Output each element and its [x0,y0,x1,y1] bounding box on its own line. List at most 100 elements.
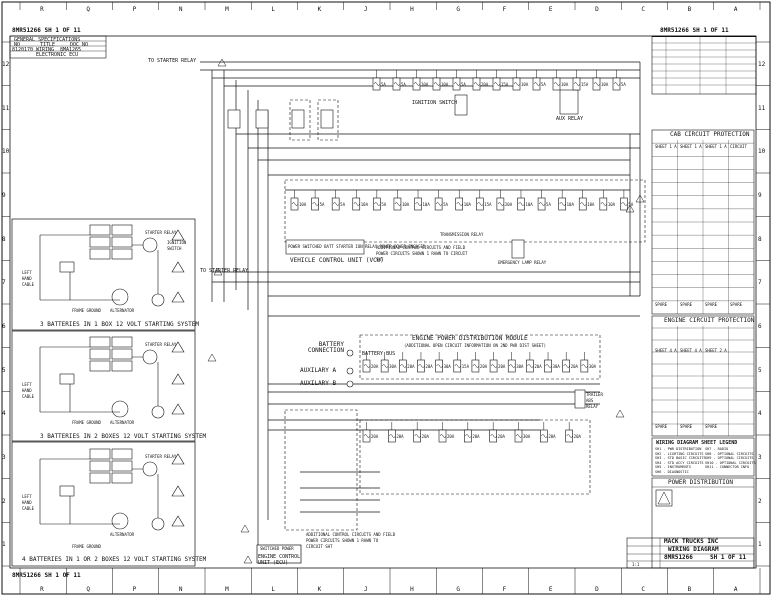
epdm-fuse-element-5 [454,364,461,368]
grid-row-label-2-right: 2 [758,497,762,505]
engine-protection-title: ENGINE CIRCUIT PROTECTION [664,317,755,324]
top-fuse-element-10 [573,82,581,86]
warning-triangle-icon-4 [240,524,250,533]
vcu-sub-label: POWER SWITCHED BATT STARTER ION RELAY PO… [288,244,426,249]
epdm-fuse-rating-2: 20A [407,364,415,369]
epdm-fuse-element-9 [527,364,534,368]
cab-cell-3: CIRCUIT [730,144,747,149]
power-distribution-label: POWER DISTRIBUTION [668,479,734,486]
grid-row-label-4-left: 4 [2,410,6,418]
grid-col-label-b-top: B [687,6,692,13]
legend-line-2: SH3 - STD BASIC CIRCUITS [655,456,706,461]
grid-col-label-f-bottom: F [502,586,507,593]
mid-fuse-element-7 [435,202,443,206]
general-specs-col-no: NO [14,42,21,48]
general-specs-row-title: WIRING [36,47,55,53]
epdm-fuse-element-0 [363,364,371,368]
epdm-subtitle: (ADDITIONAL OPEN CIRCUIT INFORMATION ON … [404,343,547,348]
mid-fuse-rating-6: 10A [422,202,430,207]
top-fuse-element-1 [393,82,401,86]
grid-row-label-4-right: 4 [758,410,762,418]
grid-col-label-m-bottom: M [225,586,229,593]
battery-connection-label: BATTERY CONNECTION [307,341,344,354]
grid-row-label-11-left: 11 [2,104,10,112]
starter-relay-label-2: STARTER RELAY [145,342,177,347]
mid-fuse-rating-9: 15A [484,202,492,207]
ignition-switch-label: IGNITION SWITCH [412,100,458,106]
ignition-switch-label-1: IGNITION SWITCH [167,240,187,251]
mid-fuse-element-15 [600,202,608,206]
trans-relay-label: TRANSMISSION RELAY [440,232,484,237]
cab-protection-title: CAB CIRCUIT PROTECTION [670,131,750,138]
grid-row-label-3-left: 3 [2,453,6,461]
mid-fuse-element-11 [518,202,525,206]
mid-fuse-rating-0: 10A [299,202,307,207]
grid-col-label-p-bottom: P [132,586,137,593]
grid-col-label-r-bottom: R [40,586,44,593]
epdm-title: ENGINE POWER DISTRIBUTION MODULE [412,335,528,342]
legend-line-1: SH2 - LIGHTING CIRCUITS [655,451,704,456]
grid-col-label-f-top: F [502,6,507,13]
grid-col-label-c-bottom: C [641,586,645,593]
legend-line-r-0: SH7 - RADIO [705,447,729,451]
mid-fuse-element-6 [415,202,422,206]
top-fuse-rating-9: 10A [561,82,569,87]
grid-col-label-d-bottom: D [595,586,599,593]
mid-fuse-rating-11: 10A [525,202,533,207]
grid-col-label-j-top: J [363,6,368,13]
battery-system-2-title: 3 BATTERIES IN 2 BOXES 12 VOLT STARTING … [40,433,207,440]
alternator-label-2: ALTERNATOR [110,420,135,425]
vcu-note: ADDITIONAL CONTROL CIRCUITS AND FIELD PO… [376,245,468,262]
mid-fuse-element-2 [332,202,340,206]
auxiliary-b-label: AUXILARY B [300,380,337,387]
epdm-fuse-element-6 [472,364,480,368]
grid-row-label-6-left: 6 [2,322,6,330]
lower-fuse-element-7 [541,434,548,438]
mid-fuse-rating-10: 20A [504,202,513,207]
cab-cell-6: SPARE [705,302,718,307]
top-fuse-element-9 [553,82,561,86]
eng-cell-1: SHEET 4 A [680,348,702,353]
eng-cell-5: SPARE [705,424,718,429]
lower-fuse-rating-3: 20A [447,434,455,439]
grid-row-label-9-right: 9 [758,191,762,199]
lower-fuse-rating-7: 20A [548,434,556,439]
lower-fuse-rating-0: 20A [371,434,379,439]
legend-line-0: SH1 - PWR DISTRIBUTION [655,447,702,451]
grid-row-label-10-left: 10 [2,148,10,156]
battery-bus-label: BATTERY BUS [362,351,396,357]
lower-fuse-element-8 [566,434,573,438]
grid-row-label-3-right: 3 [758,453,762,461]
lower-fuse-rating-5: 20A [497,434,505,439]
eng-cell-3: SPARE [655,424,668,429]
frame-ground-label-2: FRAME GROUND [72,420,101,425]
epdm-fuse-rating-12: 30A [588,364,597,369]
grid-row-label-5-left: 5 [2,366,6,374]
mid-fuse-rating-14: 10A [587,202,595,207]
top-fuse-element-11 [593,82,601,86]
epdm-fuse-element-1 [381,364,389,368]
epdm-fuse-rating-4: 30A [443,364,451,369]
grid-row-label-1-left: 1 [2,541,6,549]
cab-cell-7: SPARE [730,302,743,307]
mid-fuse-element-1 [312,202,319,206]
epdm-fuse-element-2 [400,364,407,368]
cab-cell-2: SHEET 1 A [705,144,727,149]
mid-fuse-rating-7: 5A [443,202,448,207]
epdm-fuse-rating-6: 20A [479,364,488,369]
eng-cell-2: SHEET 2 A [705,348,727,353]
mid-fuse-element-10 [497,202,505,206]
aux-relay-label: AUX RELAY [556,116,584,122]
drawing-title: WIRING DIAGRAM [668,546,719,553]
top-fuse-element-6 [493,82,501,86]
top-fuse-element-5 [473,82,481,86]
lower-fuse-element-3 [439,434,447,438]
grid-row-label-9-left: 9 [2,191,6,199]
sheet-number: SH 1 OF 11 [710,554,747,561]
grid-row-label-7-right: 7 [758,279,762,287]
top-fuse-element-4 [453,82,461,86]
lower-fuse-element-1 [389,434,396,438]
scale-label: 1:1 [632,562,640,567]
top-fuse-rating-0: 5A [381,82,386,87]
